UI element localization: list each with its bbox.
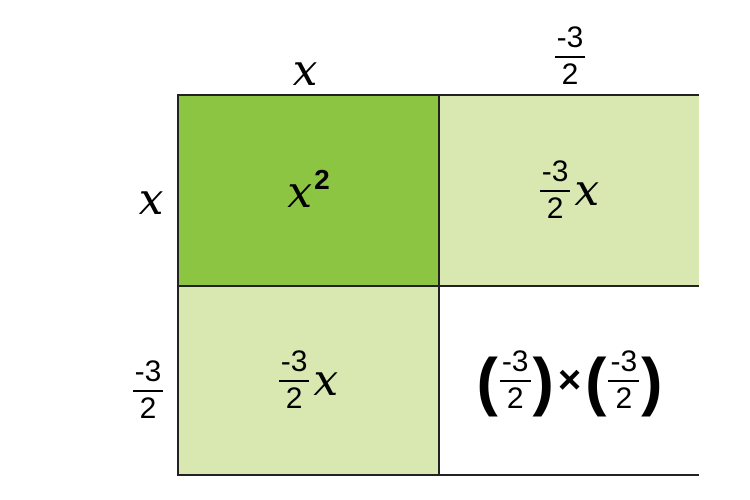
fraction-denominator: 2: [546, 192, 564, 225]
cell-bottom-left-product: -3 2 x: [179, 287, 440, 474]
term-exponent: 2: [314, 164, 330, 195]
fraction-denominator: 2: [285, 382, 303, 415]
left-paren-open: (: [476, 344, 498, 417]
row-label-fraction: -3 2: [120, 350, 176, 430]
fraction-denominator: 2: [506, 382, 524, 415]
fraction-denominator: 2: [615, 382, 633, 415]
cell-constant-product: ( -3 2 ) × ( -3 2 ): [440, 287, 699, 474]
product-right-fraction: -3 2: [608, 345, 640, 415]
product-left-fraction: -3 2: [499, 345, 531, 415]
column-label-x-text: x: [292, 45, 318, 96]
term-fraction: -3 2: [278, 345, 310, 415]
cell-x-squared-term: x2: [287, 166, 329, 215]
times-operator: ×: [557, 358, 582, 402]
fraction-bar: [608, 380, 640, 382]
row-label-x: x: [128, 175, 174, 225]
fraction-numerator: -3: [134, 354, 162, 388]
cell-constant-product-term: ( -3 2 ) × ( -3 2 ): [477, 347, 663, 414]
row-label-x-text: x: [138, 174, 164, 225]
left-paren-close: ): [532, 344, 554, 417]
fraction-numerator: -3: [541, 155, 569, 188]
fraction-numerator: -3: [501, 345, 529, 378]
right-paren-close: ): [641, 344, 663, 417]
term-fraction: -3 2: [539, 155, 571, 225]
cell-top-right-term: -3 2 x: [539, 155, 600, 225]
cell-bottom-left-term: -3 2 x: [278, 345, 339, 415]
column-label-fraction: -3 2: [540, 20, 600, 92]
row-label-fraction-value: -3 2: [132, 354, 164, 425]
term-variable: x: [574, 164, 600, 216]
cell-x-squared: x2: [179, 96, 440, 287]
fraction-bar: [499, 380, 531, 382]
column-label-x: x: [280, 48, 330, 94]
fraction-numerator: -3: [610, 345, 638, 378]
fraction-bar: [132, 389, 164, 392]
term-base: x: [287, 167, 313, 218]
fraction-bar: [539, 190, 571, 192]
fraction-bar: [278, 380, 310, 382]
fraction-denominator: 2: [139, 391, 157, 425]
fraction-numerator: -3: [556, 20, 584, 54]
fraction-numerator: -3: [280, 345, 308, 378]
column-label-fraction-value: -3 2: [554, 20, 586, 91]
cell-top-right-product: -3 2 x: [440, 96, 699, 287]
fraction-denominator: 2: [561, 57, 579, 91]
right-paren-open: (: [585, 344, 607, 417]
area-model-grid: x2 -3 2 x -3 2 x ( -3 2: [177, 94, 699, 476]
fraction-bar: [554, 55, 586, 58]
term-variable: x: [313, 354, 339, 406]
